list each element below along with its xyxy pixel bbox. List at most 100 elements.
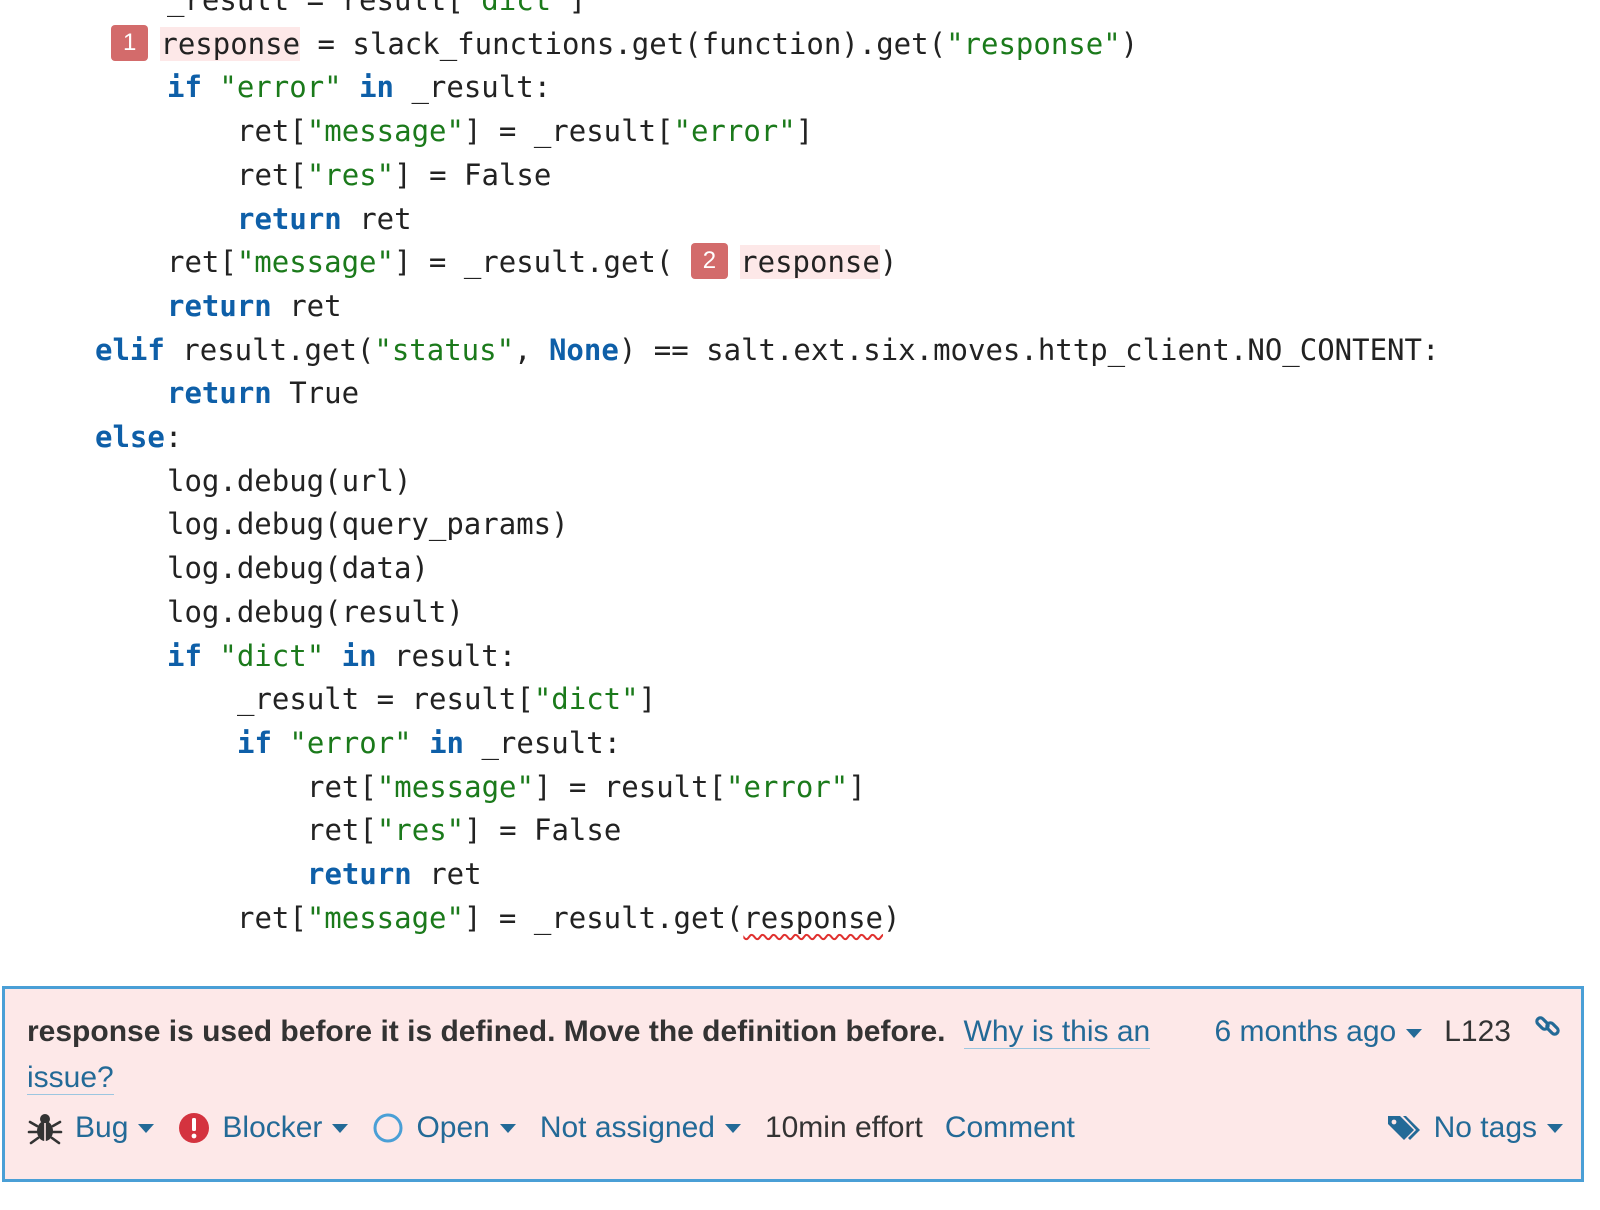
code-line: ret["res"] = False — [237, 153, 551, 197]
code-string: "error" — [289, 725, 412, 760]
code-token: ] — [795, 114, 814, 149]
code-keyword: return — [167, 288, 272, 323]
open-circle-icon — [373, 1113, 403, 1143]
code-token: ret[ — [237, 900, 307, 935]
code-token: log.debug(result) — [167, 594, 464, 629]
code-keyword: if — [237, 725, 272, 760]
code-token: log.debug(url) — [167, 463, 412, 498]
type-dropdown[interactable]: Bug — [27, 1110, 155, 1146]
code-line: return ret — [237, 197, 412, 241]
code-keyword: None — [548, 332, 619, 367]
issue-message: response is used before it is defined. M… — [27, 1015, 946, 1048]
code-line: ret["message"] = _result["error"] — [237, 109, 813, 153]
code-line: ret["res"] = False — [307, 808, 621, 852]
code-line: ret["message"] = result["error"] — [307, 765, 866, 809]
issue-date-dropdown[interactable]: 6 months ago — [1214, 1009, 1423, 1055]
code-keyword: if — [167, 70, 202, 105]
code-string: "dict" — [219, 638, 325, 673]
assignee-dropdown[interactable]: Not assigned — [540, 1111, 741, 1145]
code-line: log.debug(data) — [167, 546, 429, 590]
code-token — [324, 639, 341, 673]
code-line: if "error" in _result: — [237, 721, 621, 765]
issue-location-marker[interactable]: 1 — [111, 24, 149, 61]
highlighted-symbol: response — [160, 26, 301, 61]
code-string: "error" — [726, 769, 849, 804]
code-token: result: — [376, 638, 517, 673]
code-token: _result: — [464, 725, 622, 760]
code-keyword: in — [341, 638, 377, 673]
code-string: "message" — [306, 900, 464, 935]
code-keyword: elif — [95, 332, 165, 367]
type-label: Bug — [75, 1111, 129, 1144]
code-token: True — [271, 376, 360, 411]
bug-icon — [27, 1114, 63, 1145]
code-token: log.debug(query_params) — [167, 507, 569, 542]
code-line: return ret — [307, 852, 482, 896]
status-dropdown[interactable]: Open — [372, 1111, 516, 1145]
code-token: : — [164, 420, 183, 454]
code-line: if "error" in _result: — [167, 65, 551, 109]
code-token: ret[ — [237, 157, 307, 192]
issue-location-marker[interactable]: 2 — [690, 243, 729, 280]
code-keyword: return — [237, 201, 342, 236]
code-string: "message" — [376, 769, 534, 804]
code-keyword: return — [167, 376, 272, 411]
chevron-down-icon — [138, 1123, 155, 1133]
code-token: ) — [879, 245, 898, 280]
link-icon[interactable] — [1533, 1009, 1563, 1055]
code-token: ret[ — [237, 114, 307, 149]
issue-message-block: response is used before it is defined. M… — [27, 1009, 1157, 1101]
code-line: else: — [95, 415, 182, 459]
code-token: ) — [883, 900, 901, 935]
code-token: ] = _result.get( — [393, 245, 691, 280]
code-line: 1 response = slack_functions.get(function… — [111, 22, 1138, 66]
chevron-down-icon — [724, 1123, 741, 1133]
code-token — [202, 639, 219, 673]
code-token: log.debug(data) — [167, 551, 429, 586]
code-token: ) == salt.ext.six.moves.http_client.NO_C… — [618, 332, 1440, 367]
code-token: ret[ — [307, 769, 377, 804]
code-token: result.get( — [164, 332, 375, 367]
chevron-down-icon — [332, 1123, 349, 1133]
blocker-icon — [179, 1113, 210, 1143]
code-line: _result = result["dict"] — [237, 677, 656, 721]
code-token: _result = result[ — [167, 0, 464, 17]
code-keyword: in — [429, 725, 464, 760]
code-token: ] — [848, 769, 866, 804]
code-token: ] — [568, 0, 587, 17]
code-line: _result = result["dict"] — [167, 0, 586, 22]
code-string: "status" — [374, 332, 515, 367]
code-string: "error" — [219, 70, 342, 105]
code-token: ret — [341, 201, 412, 236]
code-line: log.debug(result) — [167, 590, 464, 634]
why-is-this-an-issue-link[interactable]: Why is this an issue? — [27, 1015, 1151, 1095]
code-token: , — [514, 332, 549, 367]
code-line: elif result.get("status", None) == salt.… — [95, 328, 1439, 372]
code-token — [272, 726, 289, 760]
severity-dropdown[interactable]: Blocker — [178, 1111, 349, 1145]
code-token: ret[ — [167, 245, 237, 280]
code-token: ] = _result[ — [463, 114, 674, 149]
line-reference: L123 — [1444, 1015, 1511, 1048]
code-string: "error" — [673, 114, 796, 149]
code-line: log.debug(query_params) — [167, 502, 569, 546]
code-token: ) — [1120, 26, 1139, 61]
issue-meta: 6 months ago L123 — [1214, 1009, 1563, 1055]
code-string: "response" — [946, 26, 1121, 61]
code-token — [342, 70, 359, 104]
tags-dropdown[interactable]: No tags — [1386, 1111, 1563, 1145]
code-token: ] = result[ — [533, 769, 727, 804]
effort-label: 10min effort — [764, 1111, 923, 1144]
code-token: ret[ — [307, 813, 377, 848]
status-label: Open — [416, 1111, 490, 1144]
severity-label: Blocker — [222, 1111, 323, 1144]
issue-date: 6 months ago — [1214, 1015, 1397, 1048]
code-token — [412, 726, 429, 760]
code-token: _result: — [394, 70, 552, 105]
code-string: "dict" — [533, 682, 639, 717]
comment-link[interactable]: Comment — [944, 1111, 1075, 1144]
issue-box[interactable]: response is used before it is defined. M… — [2, 986, 1584, 1182]
code-line: return ret — [167, 284, 342, 328]
code-token: = slack_functions.get(function).get( — [300, 26, 947, 61]
